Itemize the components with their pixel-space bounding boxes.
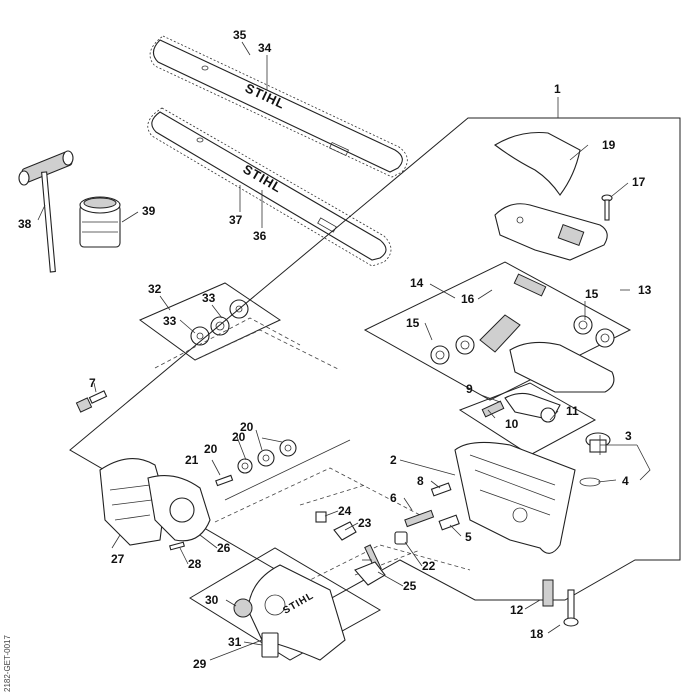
callout-20b: 20 bbox=[204, 442, 218, 456]
callout-5: 5 bbox=[465, 530, 472, 544]
sprocket-kit bbox=[138, 282, 282, 361]
chain-tensioner bbox=[315, 511, 408, 586]
callout-20a: 20 bbox=[232, 430, 246, 444]
screw-17 bbox=[601, 194, 613, 221]
callout-35: 35 bbox=[233, 28, 247, 42]
washers-20 bbox=[215, 439, 297, 487]
crankcase bbox=[454, 441, 576, 554]
callout-39: 39 bbox=[142, 204, 156, 218]
callout-15b: 15 bbox=[406, 316, 420, 330]
callout-labels: 1 2 3 4 5 6 7 8 9 10 11 12 13 14 15 15 1… bbox=[18, 28, 652, 671]
callout-26: 26 bbox=[217, 541, 231, 555]
callout-31: 31 bbox=[228, 635, 242, 649]
callout-7: 7 bbox=[89, 376, 96, 390]
callout-37: 37 bbox=[229, 213, 243, 227]
callout-20c: 20 bbox=[240, 420, 254, 434]
callout-27: 27 bbox=[111, 552, 125, 566]
callout-6: 6 bbox=[390, 491, 397, 505]
gear-housing-upper bbox=[494, 203, 608, 261]
callout-33b: 33 bbox=[163, 314, 177, 328]
callout-32: 32 bbox=[148, 282, 162, 296]
grease-tube bbox=[79, 196, 121, 248]
housing-cover-19 bbox=[494, 131, 581, 196]
guide-bar-upper: STIHL bbox=[149, 35, 408, 178]
callout-28: 28 bbox=[188, 557, 202, 571]
callout-2: 2 bbox=[390, 453, 397, 467]
leader-lines bbox=[37, 41, 651, 661]
callout-30: 30 bbox=[205, 593, 219, 607]
oil-cap bbox=[579, 432, 611, 487]
callout-22: 22 bbox=[422, 559, 436, 573]
callout-24: 24 bbox=[338, 504, 352, 518]
callout-36: 36 bbox=[253, 229, 267, 243]
callout-10: 10 bbox=[505, 417, 519, 431]
sprocket-cover: STIHL bbox=[189, 547, 382, 661]
callout-4: 4 bbox=[622, 474, 629, 488]
combination-wrench bbox=[18, 150, 74, 273]
callout-29: 29 bbox=[193, 657, 207, 671]
gear-shaft-assembly bbox=[363, 261, 632, 401]
callout-14: 14 bbox=[410, 276, 424, 290]
callout-38: 38 bbox=[18, 217, 32, 231]
callout-13: 13 bbox=[638, 283, 652, 297]
document-id: 2182-GET-0017 bbox=[3, 635, 12, 692]
callout-8: 8 bbox=[417, 474, 424, 488]
callout-16: 16 bbox=[461, 292, 475, 306]
callout-11: 11 bbox=[566, 404, 579, 418]
callout-9: 9 bbox=[466, 382, 473, 396]
callout-33a: 33 bbox=[202, 291, 216, 305]
callout-34: 34 bbox=[258, 41, 272, 55]
hex-bolt bbox=[75, 390, 108, 413]
callout-21: 21 bbox=[185, 453, 199, 467]
callout-23: 23 bbox=[358, 516, 372, 530]
callout-19: 19 bbox=[602, 138, 616, 152]
callout-15a: 15 bbox=[585, 287, 599, 301]
sprocket-cover-plates bbox=[99, 458, 211, 551]
callout-12: 12 bbox=[510, 603, 524, 617]
small-fasteners bbox=[404, 482, 579, 627]
callout-25: 25 bbox=[403, 579, 417, 593]
callout-17: 17 bbox=[632, 175, 646, 189]
callout-1: 1 bbox=[554, 82, 561, 96]
callout-3: 3 bbox=[625, 429, 632, 443]
callout-18: 18 bbox=[530, 627, 544, 641]
